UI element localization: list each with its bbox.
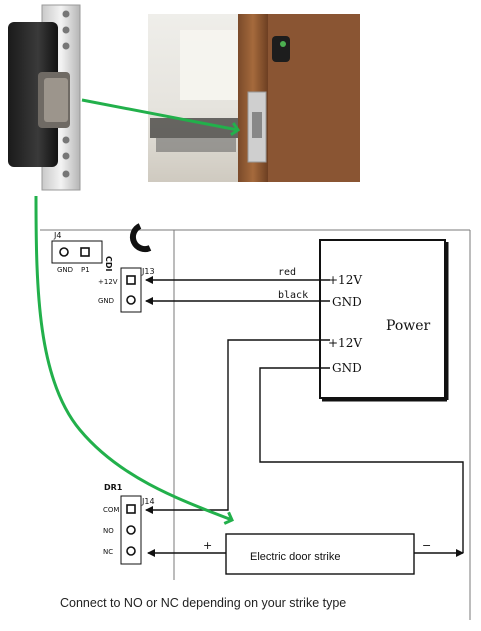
power-label: Power [386, 318, 431, 334]
green-arrow-curve [34, 195, 232, 520]
j14-pin-no: NO [103, 527, 114, 535]
wire-12v-to-com [145, 339, 330, 514]
strike-plus: + [203, 539, 212, 552]
mounting-hole [129, 223, 152, 253]
j4-side-label: CDI [104, 256, 113, 272]
j4-connector: J4 GND P1 CDI [51, 231, 113, 274]
wire-gnd-to-strike [259, 367, 464, 553]
caption-text: Connect to NO or NC depending on your st… [60, 596, 347, 610]
j13-pin-12v: +12V [98, 278, 118, 286]
j13-pin-gnd: GND [98, 297, 114, 305]
j14-pin-nc: NC [103, 548, 113, 556]
power-out-gnd: GND [332, 361, 362, 375]
strike-label: Electric door strike [250, 551, 340, 563]
j14-pin-com: COM [103, 506, 119, 514]
j14-label: J14 [141, 497, 155, 506]
power-in-plus: +12V [328, 273, 362, 287]
electric-door-strike-box: Electric door strike [225, 533, 415, 575]
j4-label: J4 [53, 231, 61, 240]
strike-minus: − [422, 539, 431, 552]
office-door-photo [148, 14, 360, 182]
dr1-label: DR1 [104, 483, 123, 492]
green-arrow-photos [81, 98, 238, 130]
j4-pin-gnd: GND [57, 266, 73, 274]
j13-connector: J13 +12V GND [98, 267, 155, 313]
j14-connector: DR1 J14 COM NO NC [103, 483, 155, 565]
power-supply-box: Power +12V GND +12V GND [319, 239, 449, 402]
wire-black-label: black [278, 290, 308, 301]
j13-label: J13 [141, 267, 155, 276]
wire-red-label: red [278, 267, 296, 278]
power-out-plus: +12V [328, 336, 362, 350]
power-in-gnd: GND [332, 295, 362, 309]
door-strike-photo [8, 4, 81, 191]
j4-pin-p1: P1 [81, 266, 90, 274]
